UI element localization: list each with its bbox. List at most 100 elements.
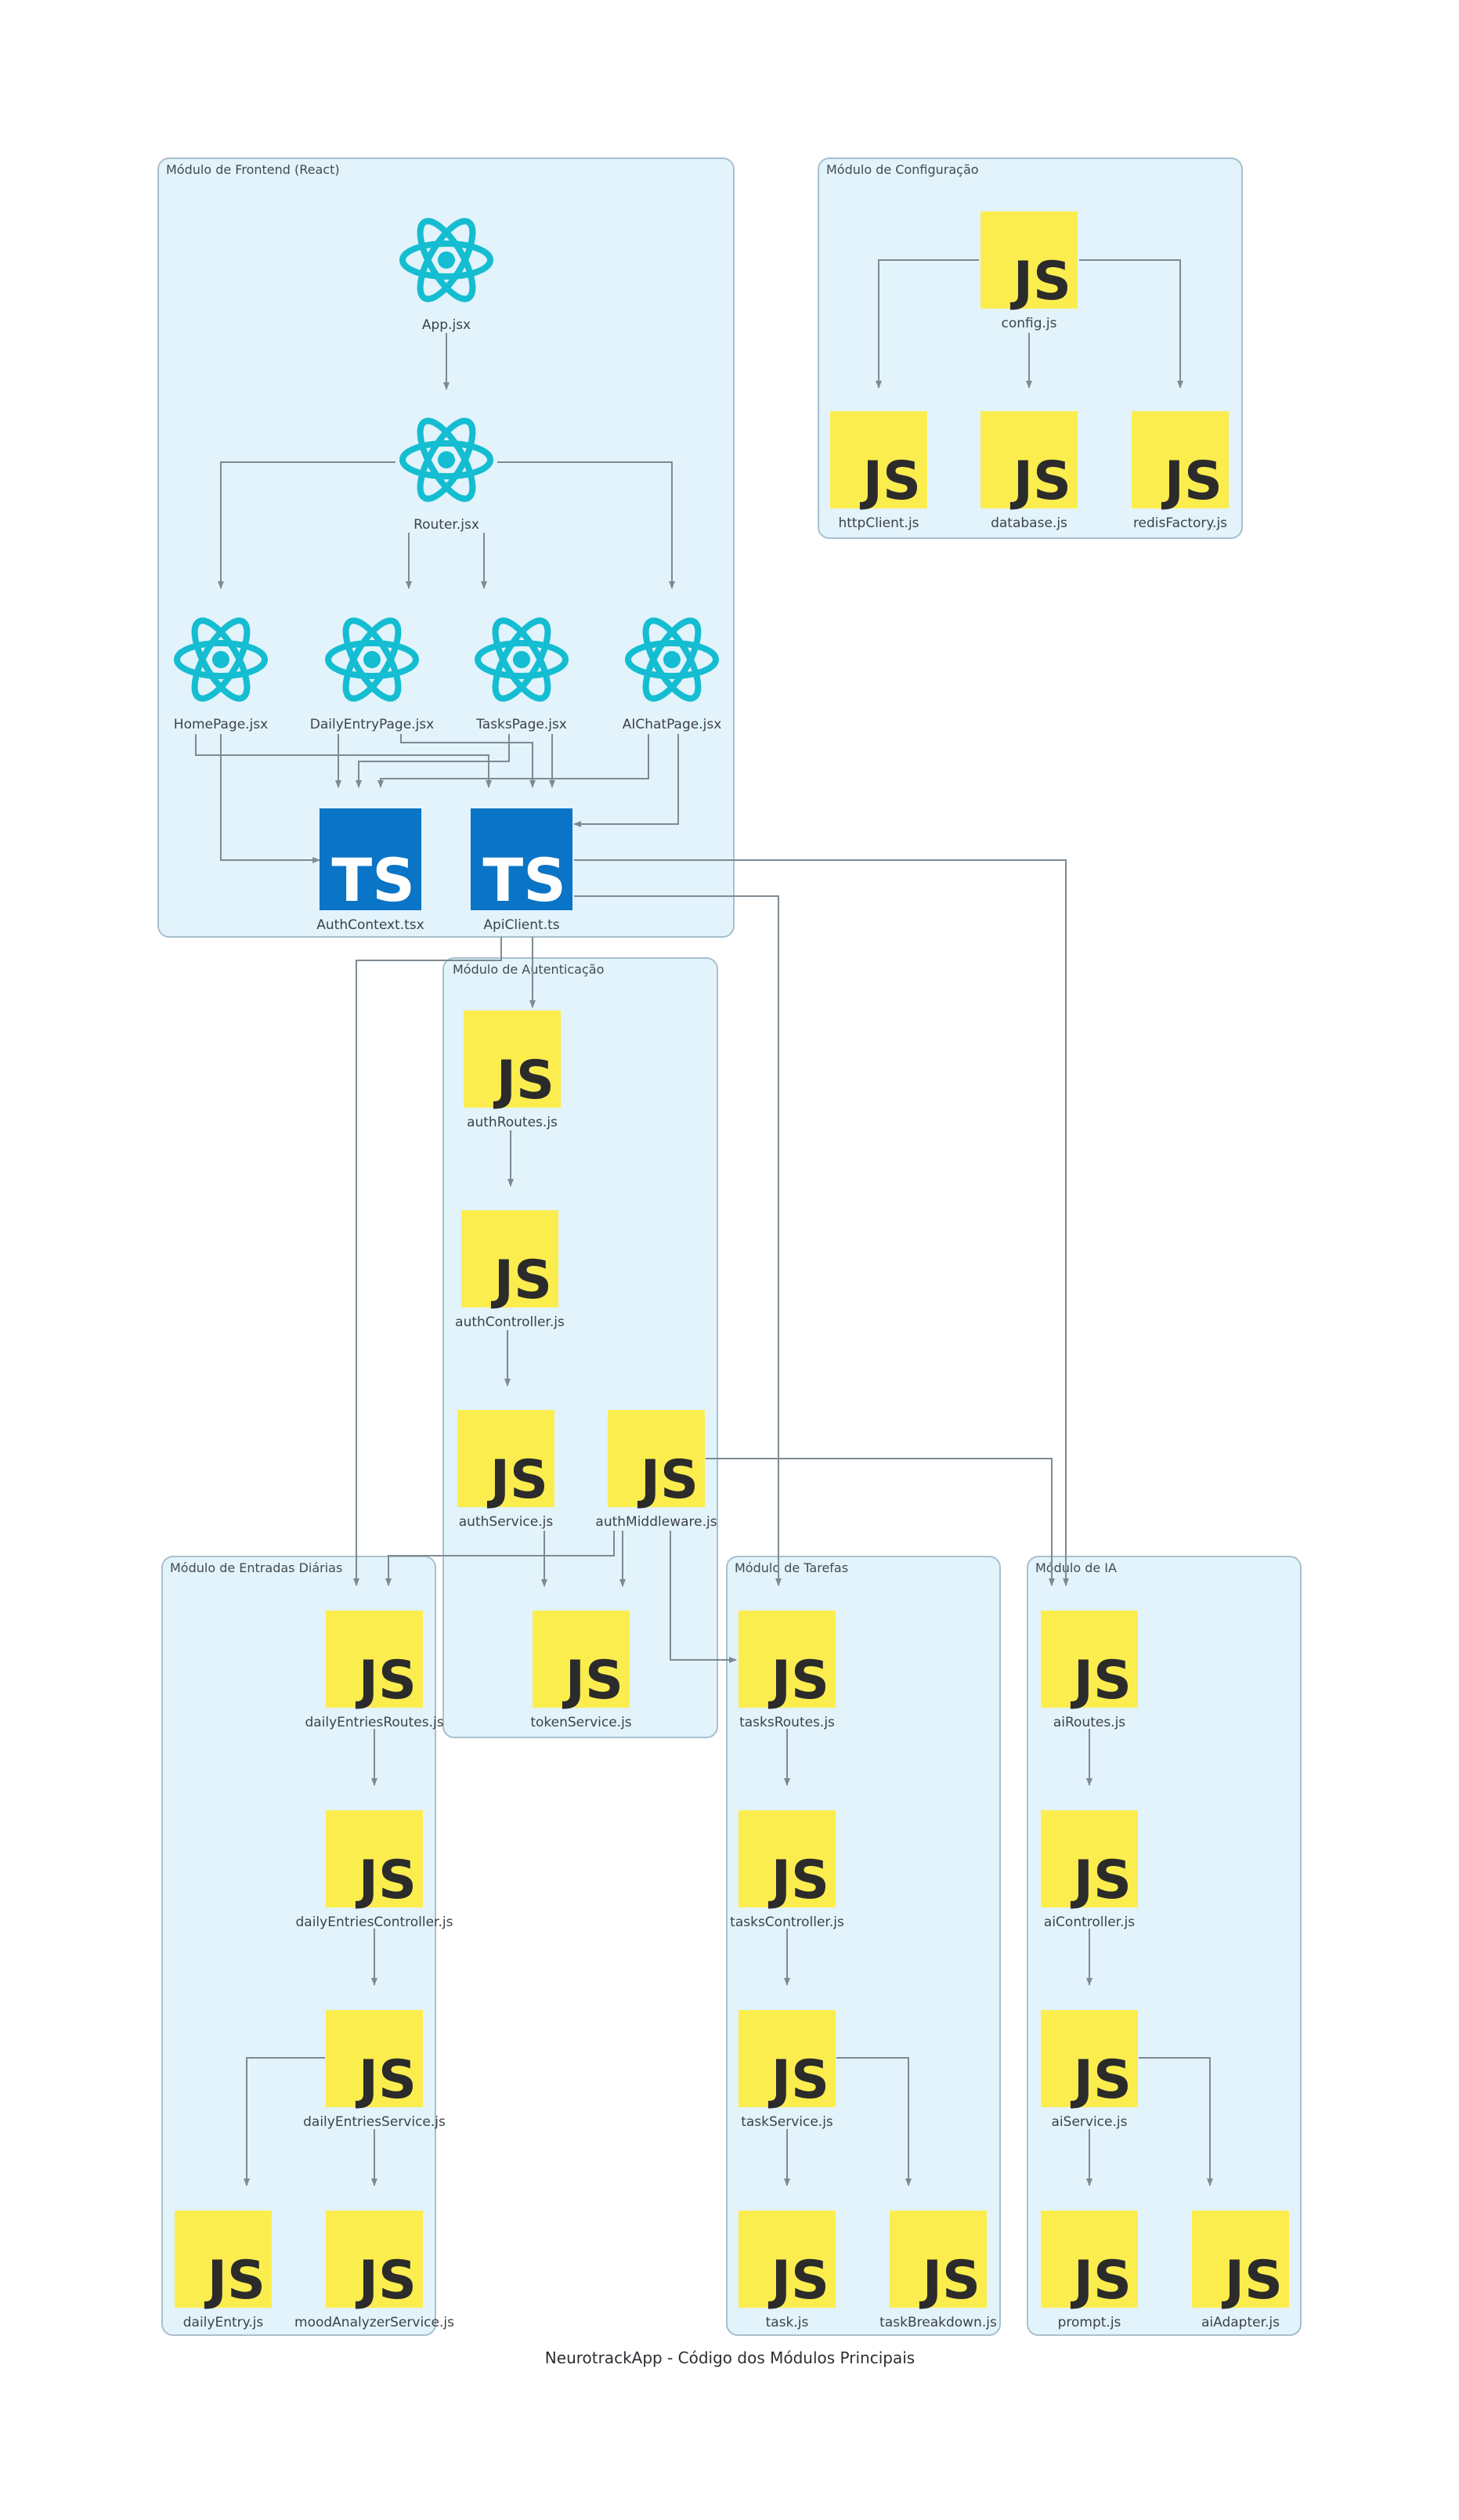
node-label: ApiClient.ts xyxy=(483,917,559,933)
icon-glyph: JS xyxy=(1071,1650,1132,1712)
icon-glyph: JS xyxy=(356,2049,417,2111)
icon-glyph: JS xyxy=(768,1650,829,1712)
node-label: HomePage.jsx xyxy=(174,717,268,732)
cluster-ai-label: Módulo de IA xyxy=(1035,1560,1117,1575)
node-aiChatPage: AIChatPage.jsx xyxy=(623,617,722,732)
javascript-icon: JS xyxy=(739,1611,836,1712)
icon-glyph: TS xyxy=(482,845,566,915)
node-httpClient: JS httpClient.js xyxy=(830,411,927,531)
javascript-icon: JS xyxy=(739,1810,836,1911)
edge-taskservice-taskbreakdown xyxy=(836,2057,912,2186)
node-label: prompt.js xyxy=(1058,2315,1121,2330)
edge-router-aichatpage xyxy=(497,461,675,589)
javascript-icon: JS xyxy=(175,2211,272,2312)
edge-apiclient-tasksroutes xyxy=(574,895,782,1586)
node-label: authMiddleware.js xyxy=(595,1514,717,1530)
node-label: dailyEntriesService.js xyxy=(303,2114,446,2130)
node-label: Router.jsx xyxy=(414,517,479,533)
javascript-icon: JS xyxy=(1041,1810,1138,1911)
icon-glyph: JS xyxy=(768,1849,829,1911)
cluster-frontend-label: Módulo de Frontend (React) xyxy=(166,162,340,177)
node-label: taskService.js xyxy=(741,2114,833,2130)
node-label: AIChatPage.jsx xyxy=(623,717,722,732)
icon-glyph: JS xyxy=(1222,2250,1283,2312)
node-label: aiService.js xyxy=(1052,2114,1128,2130)
javascript-icon: JS xyxy=(461,1210,558,1311)
node-label: taskBreakdown.js xyxy=(879,2315,997,2330)
node-aiService: JS aiService.js xyxy=(1041,2010,1138,2130)
javascript-icon: JS xyxy=(1041,2010,1138,2111)
react-icon xyxy=(475,617,569,702)
node-label: database.js xyxy=(991,515,1067,531)
react-icon xyxy=(625,617,719,702)
node-label: dailyEntry.js xyxy=(183,2315,264,2330)
node-label: aiAdapter.js xyxy=(1201,2315,1280,2330)
typescript-icon: TS xyxy=(320,808,421,915)
diagram-title: NeurotrackApp - Código dos Módulos Princ… xyxy=(545,2348,915,2367)
node-label: authController.js xyxy=(455,1314,565,1330)
cluster-tasks-label: Módulo de Tarefas xyxy=(735,1560,848,1575)
javascript-icon: JS xyxy=(464,1011,561,1112)
node-label: httpClient.js xyxy=(838,515,919,531)
javascript-icon: JS xyxy=(608,1410,705,1511)
react-icon xyxy=(399,218,493,302)
typescript-icon: TS xyxy=(471,808,572,915)
cluster-tasks: Módulo de Tarefas xyxy=(726,1556,1001,2336)
javascript-icon: JS xyxy=(1192,2211,1289,2312)
icon-glyph: JS xyxy=(768,2250,829,2312)
icon-glyph: JS xyxy=(487,1449,548,1511)
icon-glyph: JS xyxy=(860,450,921,512)
icon-glyph: JS xyxy=(493,1050,554,1112)
edge-config-redisfactory xyxy=(1079,259,1183,389)
javascript-icon: JS xyxy=(457,1410,554,1511)
javascript-icon: JS xyxy=(739,2010,836,2111)
cluster-config-label: Módulo de Configuração xyxy=(826,162,979,177)
react-icon xyxy=(399,418,493,502)
node-tasksPage: TasksPage.jsx xyxy=(475,617,569,732)
cluster-frontend: Módulo de Frontend (React) xyxy=(157,157,735,938)
javascript-icon: JS xyxy=(326,1810,423,1911)
node-label: authService.js xyxy=(459,1514,554,1530)
edge-dailyentrypage-apiclient xyxy=(400,734,536,788)
edge-aichatpage-apiclient xyxy=(573,734,679,827)
edge-homepage-apiclient xyxy=(195,734,492,788)
edge-authmiddleware-dailyentriesroutes xyxy=(385,1531,615,1586)
icon-glyph: JS xyxy=(1010,251,1071,313)
javascript-icon: JS xyxy=(326,2211,423,2312)
cluster-ai: Módulo de IA xyxy=(1027,1556,1302,2336)
cluster-auth-label: Módulo de Autenticação xyxy=(453,962,604,977)
icon-glyph: JS xyxy=(562,1650,623,1712)
cluster-daily-label: Módulo de Entradas Diárias xyxy=(170,1560,342,1575)
node-app: App.jsx xyxy=(399,218,493,333)
node-label: aiController.js xyxy=(1044,1914,1135,1930)
node-dailyEntriesService: JS dailyEntriesService.js xyxy=(303,2010,446,2130)
node-label: dailyEntriesRoutes.js xyxy=(305,1715,443,1730)
edge-dailyentriesservice-dailyentry xyxy=(244,2057,325,2186)
edge-router-homepage xyxy=(218,461,395,589)
javascript-icon: JS xyxy=(739,2211,836,2312)
javascript-icon: JS xyxy=(1041,2211,1138,2312)
node-taskService: JS taskService.js xyxy=(739,2010,836,2130)
edge-apiclient-dailyentriesroutes xyxy=(353,937,502,1586)
edge-apiclient-airoutes xyxy=(574,859,1069,1586)
edge-aiservice-aiadapter xyxy=(1139,2057,1213,2186)
node-authController: JS authController.js xyxy=(455,1210,565,1330)
node-apiClient: TS ApiClient.ts xyxy=(471,808,572,933)
react-icon xyxy=(325,617,419,702)
node-aiAdapter: JS aiAdapter.js xyxy=(1192,2211,1289,2330)
javascript-icon: JS xyxy=(1132,411,1229,512)
edge-config-httpclient xyxy=(876,259,979,389)
react-icon xyxy=(174,617,268,702)
cluster-daily: Módulo de Entradas Diárias xyxy=(161,1556,436,2336)
cluster-auth: Módulo de Autenticação xyxy=(442,957,718,1738)
node-label: redisFactory.js xyxy=(1133,515,1227,531)
